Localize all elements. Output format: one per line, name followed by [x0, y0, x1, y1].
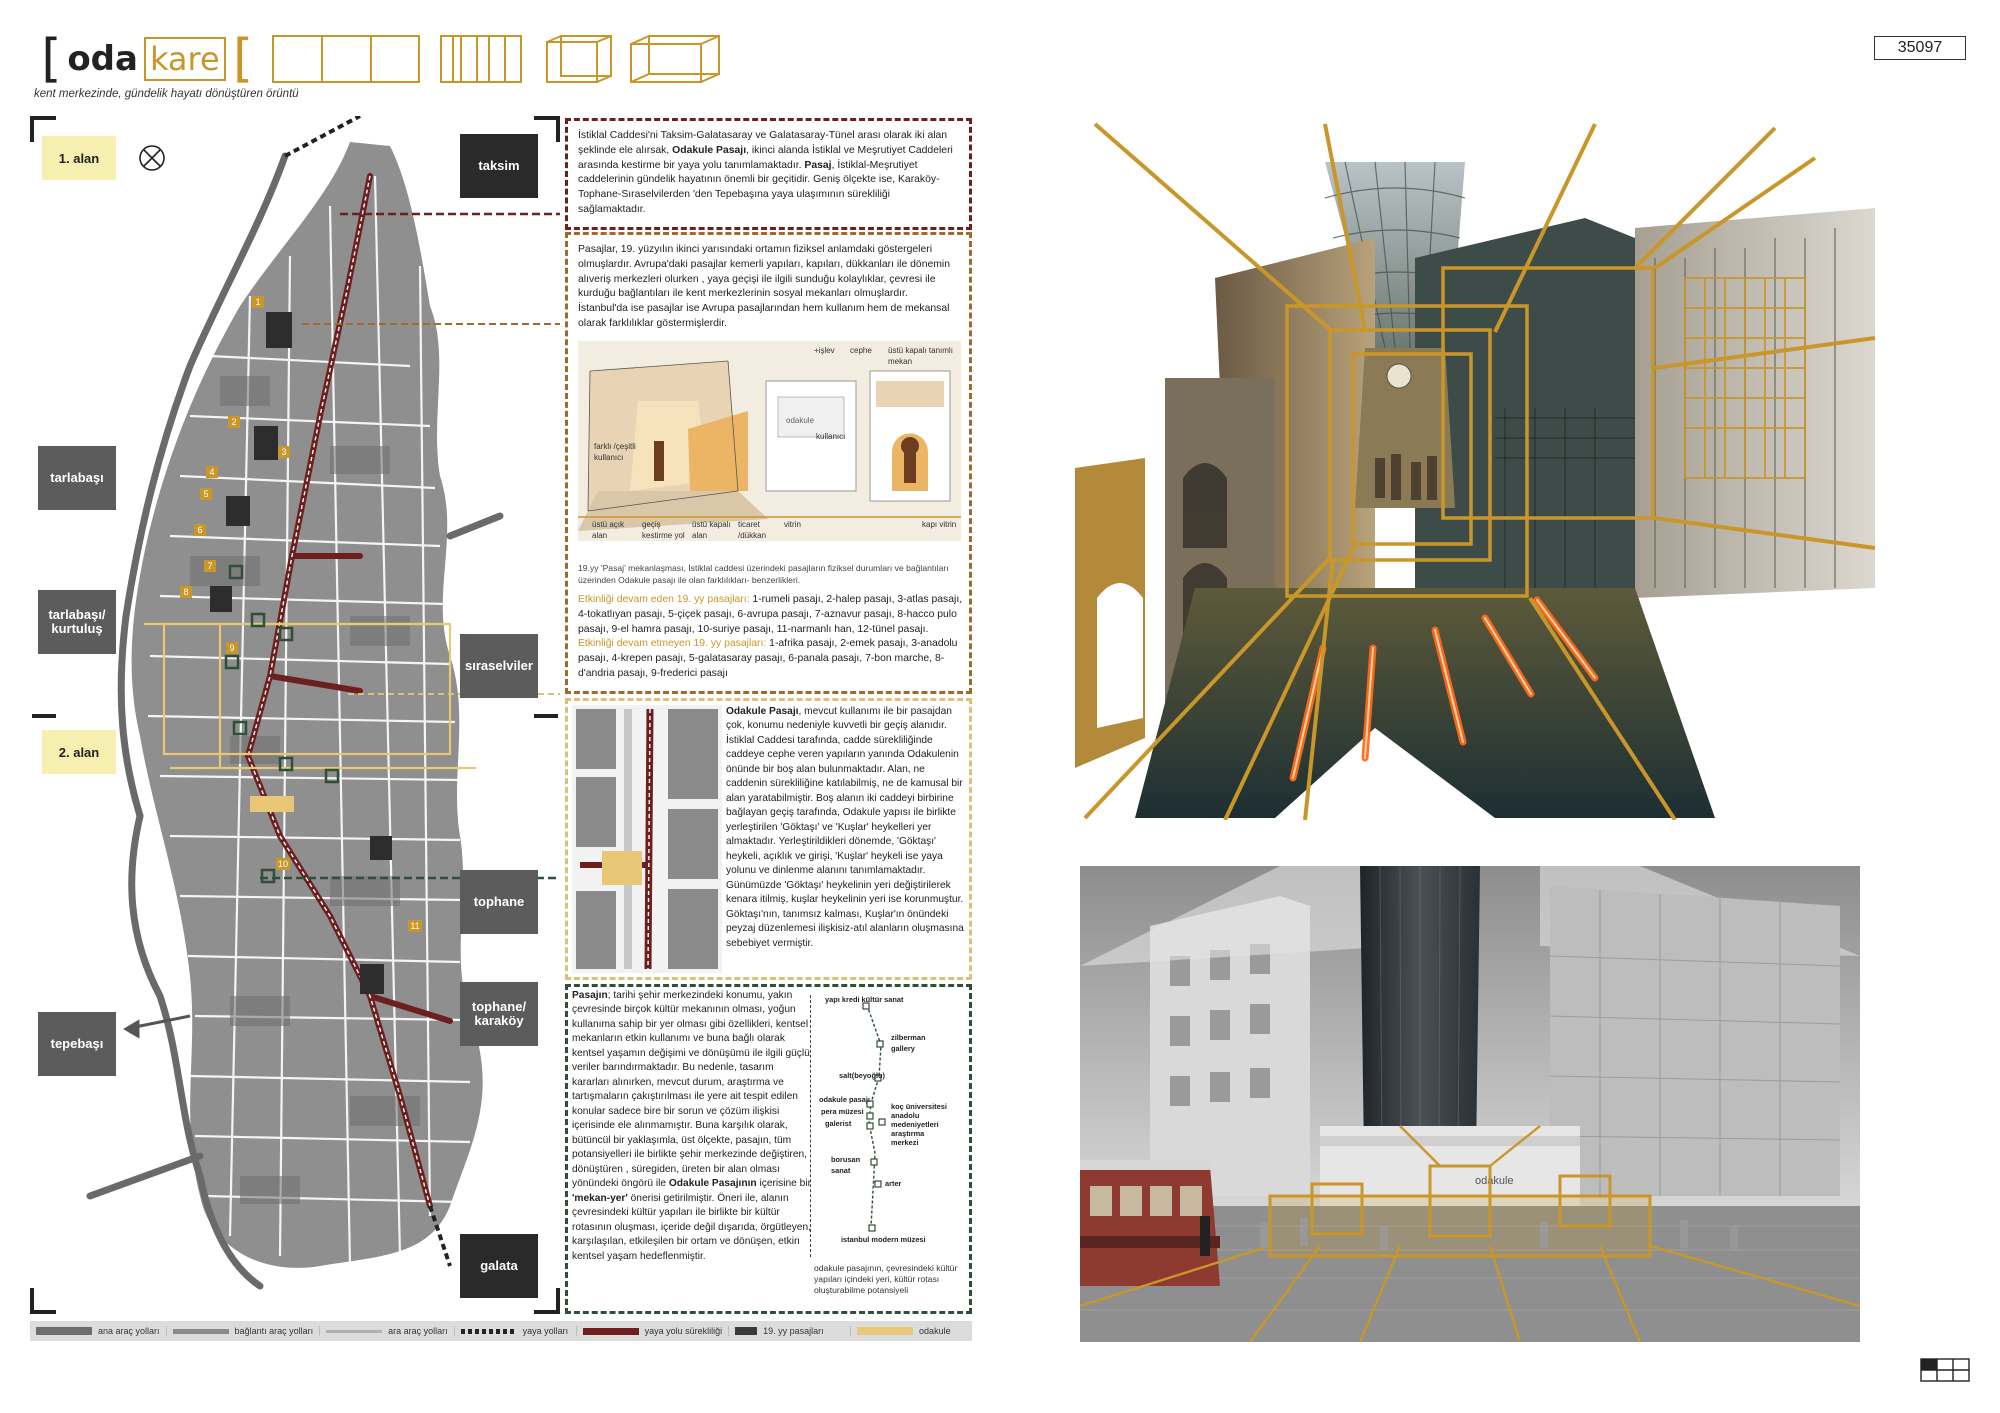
- pasaj-number: 3: [281, 447, 286, 457]
- route-stop: salt(beyoğlu): [839, 1071, 885, 1080]
- compass-icon: [139, 145, 165, 171]
- sheet-grid-icon: [1920, 1358, 1970, 1382]
- box-proposal: Pasajın; tarihi şehir merkezindeki konum…: [565, 984, 972, 1314]
- route-stop: yapı kredi kültür sanat: [825, 995, 904, 1004]
- logo: [ oda kare [: [34, 33, 785, 85]
- box-odakule: Odakule Pasajı, mevcut kullanımı ile bir…: [565, 698, 972, 980]
- pasaj-number: 2: [231, 417, 236, 427]
- odakule-plan-diagram: [572, 705, 722, 973]
- tagline: kent merkezinde, gündelik hayatı dönüştü…: [34, 88, 299, 100]
- pasaj-number: 5: [203, 489, 208, 499]
- pasaj-number: 7: [207, 561, 212, 571]
- legend-item: odakule: [851, 1326, 972, 1336]
- logo-kare: kare: [143, 37, 226, 81]
- place-tarlabasi-kurtulus: tarlabaşı/ kurtuluş: [38, 590, 116, 654]
- area-1-label: 1. alan: [42, 136, 116, 180]
- pasaj-number: 9: [229, 643, 234, 653]
- legend-item: ana araç yolları: [30, 1326, 167, 1336]
- place-galata: galata: [460, 1234, 538, 1298]
- passage-perspective-render: [1075, 118, 1887, 822]
- label-ustu-kapali: üstü kapalı alan: [692, 520, 731, 541]
- box-intro: İstiklal Caddesi'ni Taksim-Galatasaray v…: [565, 118, 972, 230]
- place-sirasleviler: sıraselviler: [460, 634, 538, 698]
- place-tarlabasi: tarlabaşı: [38, 446, 116, 510]
- diagram-odakule-label: odakule: [786, 416, 815, 425]
- label-kullanici: kullanıcı: [816, 432, 846, 441]
- logo-frames-icon: [271, 35, 720, 83]
- box4-paragraph: Pasajın; tarihi şehir merkezindeki konum…: [572, 990, 811, 1262]
- route-stop: istanbul modern müzesi: [841, 1235, 926, 1244]
- map-legend: ana araç yolları bağlantı araç yolları a…: [30, 1321, 972, 1341]
- legend-item: ara araç yolları: [320, 1326, 455, 1336]
- odakule-sign: odakule: [1475, 1175, 1514, 1187]
- route-stop: odakule pasajı: [819, 1095, 870, 1104]
- label-farkli: farklı /çeşitli kullanıcı: [594, 442, 636, 463]
- pasaj-number: 10: [278, 859, 288, 869]
- route-stop: zilberman gallery: [891, 1033, 926, 1053]
- odakule-marker: [250, 796, 294, 812]
- label-ustu-acik: üstü açık alan: [592, 520, 625, 541]
- label-islev: +işlev: [814, 346, 835, 355]
- route-stop: pera müzesi: [821, 1107, 864, 1116]
- box-pasaj-history: Pasajlar, 19. yüzyılın ikinci yarısındak…: [565, 232, 972, 694]
- sheet-number: 35097: [1874, 36, 1966, 60]
- label-ticaret: ticaret /dükkan: [738, 520, 767, 541]
- place-tepebasi: tepebaşı: [38, 1012, 116, 1076]
- label-kapi-vitrin: kapı vitrin: [922, 520, 957, 529]
- box3-paragraph: Odakule Pasajı, mevcut kullanımı ile bir…: [726, 706, 964, 949]
- label-vitrin: vitrin: [784, 520, 801, 529]
- box2-pasaj-list: Etkinliği devam eden 19. yy pasajları: 1…: [578, 594, 963, 679]
- pasaj-number: 4: [209, 467, 214, 477]
- pasaj-number: 6: [197, 525, 202, 535]
- street-render: odakule: [1079, 865, 1861, 1343]
- box2-caption: 19.yy 'Pasaj' mekanlaşması, İstiklal cad…: [578, 563, 949, 585]
- label-cephe: cephe: [850, 346, 872, 355]
- box4-caption: odakule pasajının, çevresindeki kültür y…: [814, 1263, 958, 1296]
- route-stop: borusan sanat: [831, 1155, 861, 1175]
- pasaj-number: 8: [183, 587, 188, 597]
- pasaj-section-diagram: odakule farklı /çeşitli kullanıcı üstü a…: [578, 341, 961, 541]
- urban-map: 1 2 3 4 5 6 7 8 9 10 11 1. alan 2. alan …: [30, 114, 560, 1314]
- label-ustu-kapali-tanimli: üstü kapalı tanımlı mekan: [888, 346, 953, 367]
- map-drawing: 1 2 3 4 5 6 7 8 9 10 11: [30, 114, 560, 1314]
- logo-oda: oda: [67, 39, 138, 79]
- pasaj-number: 1: [255, 297, 260, 307]
- box2-paragraph: Pasajlar, 19. yüzyılın ikinci yarısındak…: [578, 244, 950, 329]
- legend-item: yaya yolları: [455, 1326, 577, 1336]
- legend-item: 19. yy pasajları: [729, 1326, 852, 1336]
- legend-item: yaya yolu sürekliliği: [577, 1326, 730, 1336]
- place-tophane-karakoy: tophane/ karaköy: [460, 982, 538, 1046]
- legend-item: bağlantı araç yolları: [167, 1326, 321, 1336]
- culture-route-diagram: yapı kredi kültür sanat zilberman galler…: [810, 995, 962, 1257]
- pasaj-number: 11: [410, 921, 419, 931]
- label-gecis: geçiş kestirme yol: [642, 520, 685, 541]
- area-2-label: 2. alan: [42, 730, 116, 774]
- place-taksim: taksim: [460, 134, 538, 198]
- place-tophane: tophane: [460, 870, 538, 934]
- route-stop: galerist: [825, 1119, 852, 1128]
- route-stop: arter: [885, 1179, 902, 1188]
- route-stop: koç üniversitesi anadolu medeniyetleri a…: [891, 1102, 947, 1147]
